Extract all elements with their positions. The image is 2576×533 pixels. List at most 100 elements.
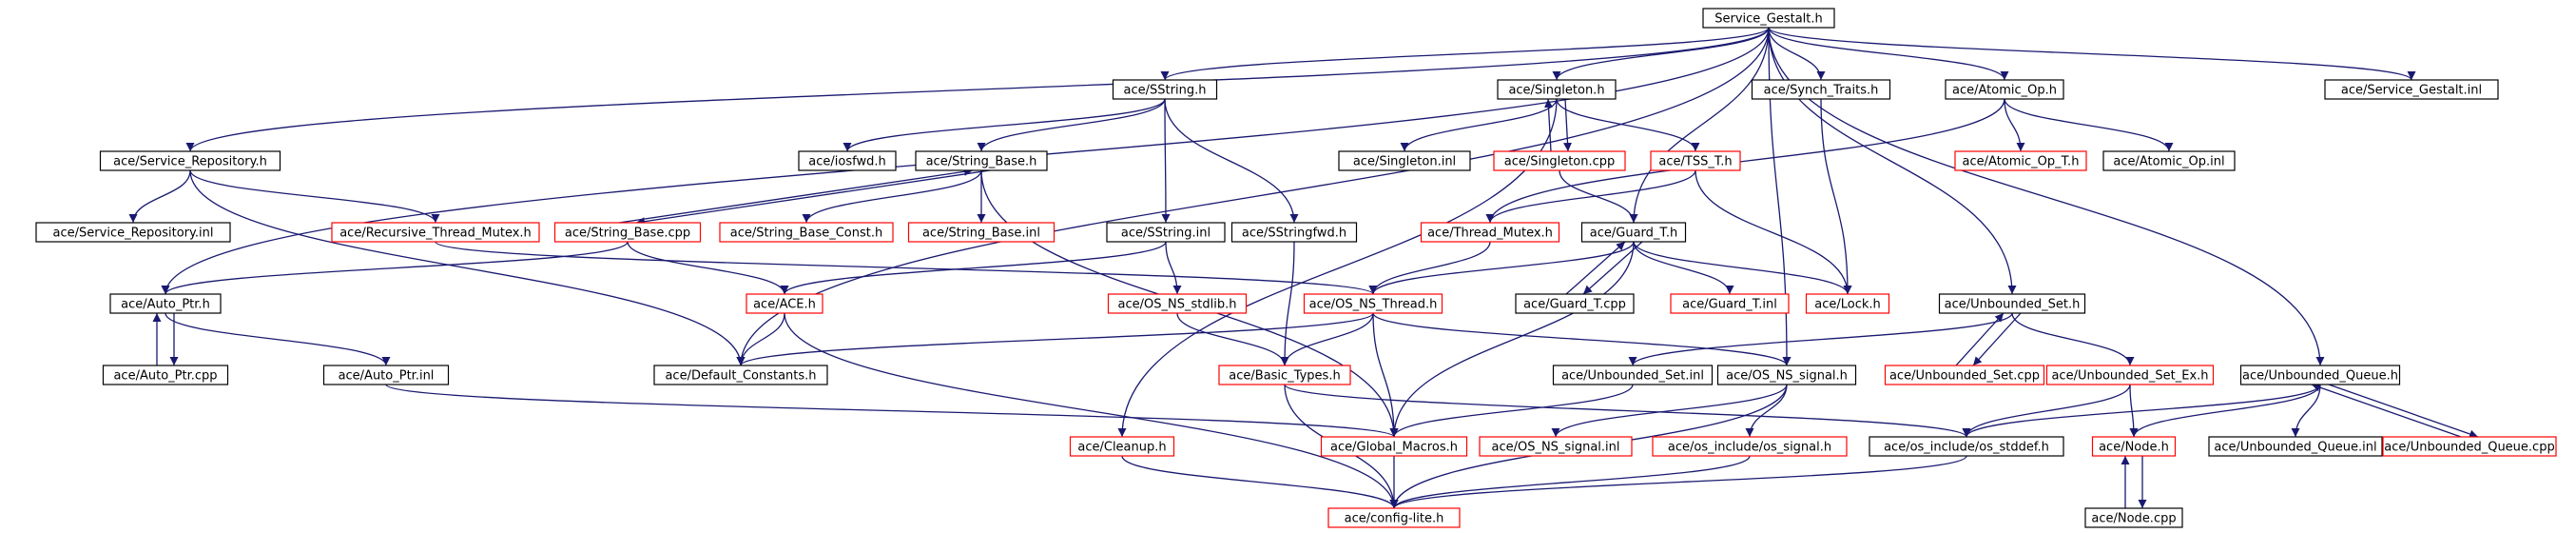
node-synch-traits-h[interactable]: ace/Synch_Traits.h (1751, 79, 1891, 100)
node-service-gestalt-inl[interactable]: ace/Service_Gestalt.inl (2324, 79, 2499, 100)
node-box (2208, 436, 2383, 457)
node-service-repository-inl[interactable]: ace/Service_Repository.inl (35, 222, 231, 243)
node-sstringfwd-h[interactable]: ace/SStringfwd.h (1230, 222, 1358, 243)
edge-os-ns-thread-h-to-basic-types-h (1280, 312, 1374, 366)
node-box (1069, 436, 1175, 457)
node-label: ace/OS_NS_Thread.h (1309, 298, 1438, 312)
node-service-repository-h[interactable]: ace/Service_Repository.h (99, 150, 281, 171)
edge-service-gestalt-h-to-singleton-h (1552, 27, 1770, 81)
node-cleanup-h[interactable]: ace/Cleanup.h (1069, 436, 1175, 457)
node-unbounded-set-cpp[interactable]: ace/Unbounded_Set.cpp (1884, 365, 2045, 385)
node-global-macros-h[interactable]: ace/Global_Macros.h (1320, 436, 1468, 457)
node-config-lite-h[interactable]: ace/config-lite.h (1327, 507, 1461, 528)
node-guard-t-inl[interactable]: ace/Guard_T.inl (1670, 293, 1790, 314)
edge-os-include-os-stddef-h-to-config-lite-h (1389, 455, 1967, 509)
node-tss-t-h[interactable]: ace/TSS_T.h (1650, 150, 1741, 171)
node-unbounded-queue-inl[interactable]: ace/Unbounded_Queue.inl (2208, 436, 2383, 457)
node-sstring-inl[interactable]: ace/SString.inl (1106, 222, 1226, 243)
edge-sstring-h-to-sstringfwd-h (1164, 98, 1299, 224)
node-unbounded-set-ex-h[interactable]: ace/Unbounded_Set_Ex.h (2045, 365, 2215, 385)
node-unbounded-queue-cpp[interactable]: ace/Unbounded_Queue.cpp (2382, 436, 2557, 457)
node-thread-mutex-h[interactable]: ace/Thread_Mutex.h (1420, 222, 1560, 243)
node-string-base-inl[interactable]: ace/String_Base.inl (907, 222, 1056, 243)
edge-service-gestalt-h-to-atomic-op-h (1768, 27, 2009, 81)
node-singleton-inl[interactable]: ace/Singleton.inl (1338, 150, 1471, 171)
node-box (1938, 293, 2086, 314)
edge-atomic-op-h-to-thread-mutex-h (1485, 98, 2005, 224)
node-box (1230, 222, 1358, 243)
node-default-constants-h[interactable]: ace/Default_Constants.h (653, 365, 828, 385)
edge-sstringfwd-h-to-basic-types-h (1280, 241, 1295, 366)
node-guard-t-cpp[interactable]: ace/Guard_T.cpp (1515, 293, 1635, 314)
node-atomic-op-inl[interactable]: ace/Atomic_Op.inl (2102, 150, 2236, 171)
edge-sstring-inl-to-os-ns-stdlib-h (1165, 241, 1182, 295)
node-node-cpp[interactable]: ace/Node.cpp (2084, 507, 2183, 528)
edge-cleanup-h-to-config-lite-h (1121, 455, 1399, 509)
edge-os-ns-signal-h-to-os-include-os-signal-h (1745, 384, 1788, 438)
node-label: ace/Guard_T.cpp (1523, 298, 1626, 312)
node-auto-ptr-h[interactable]: ace/Auto_Ptr.h (109, 293, 222, 314)
edge-tss-t-h-to-thread-mutex-h (1485, 169, 1696, 224)
node-os-ns-thread-h[interactable]: ace/OS_NS_Thread.h (1303, 293, 1443, 314)
node-box (1515, 293, 1635, 314)
node-string-base-cpp[interactable]: ace/String_Base.cpp (553, 222, 702, 243)
node-label: ace/Unbounded_Set.cpp (1889, 369, 2040, 384)
edge-unbounded-set-inl-to-global-macros-h (1389, 384, 1634, 438)
node-os-ns-stdlib-h[interactable]: ace/OS_NS_stdlib.h (1107, 293, 1248, 314)
node-label: ace/Singleton.inl (1353, 155, 1456, 169)
edge-thread-mutex-h-to-os-ns-thread-h (1368, 241, 1491, 295)
edge-os-ns-thread-h-to-global-macros-h (1372, 312, 1399, 438)
node-label: ace/SString.inl (1121, 227, 1211, 241)
edge-service-repository-h-to-recursive-thread-mutex-h (189, 169, 440, 224)
node-recursive-thread-mutex-h[interactable]: ace/Recursive_Thread_Mutex.h (331, 222, 540, 243)
node-box (1670, 293, 1790, 314)
node-os-include-os-signal-h[interactable]: ace/os_include/os_signal.h (1652, 436, 1848, 457)
node-service-gestalt-h[interactable]: Service_Gestalt.h (1702, 8, 1835, 29)
node-label: ace/Recursive_Thread_Mutex.h (339, 227, 532, 241)
node-label: ace/Unbounded_Set_Ex.h (2051, 369, 2208, 384)
edge-singleton-h-to-singleton-cpp (1563, 98, 1573, 152)
node-auto-ptr-cpp[interactable]: ace/Auto_Ptr.cpp (102, 365, 229, 385)
edge-guard-t-h-to-guard-t-inl (1633, 241, 1734, 295)
node-os-include-os-stddef-h[interactable]: ace/os_include/os_stddef.h (1869, 436, 2064, 457)
node-string-base-h[interactable]: ace/String_Base.h (915, 150, 1048, 171)
node-auto-ptr-inl[interactable]: ace/Auto_Ptr.inl (322, 365, 450, 385)
node-atomic-op-t-h[interactable]: ace/Atomic_Op_T.h (1954, 150, 2087, 171)
node-box (798, 150, 897, 171)
edge-tss-t-h-to-lock-h (1695, 169, 1852, 295)
node-basic-types-h[interactable]: ace/Basic_Types.h (1218, 365, 1351, 385)
node-unbounded-set-h[interactable]: ace/Unbounded_Set.h (1938, 293, 2086, 314)
edge-unbounded-set-h-to-unbounded-set-ex-h (2011, 312, 2135, 366)
node-box (1107, 293, 1248, 314)
edge-singleton-h-to-singleton-inl (1400, 98, 1558, 152)
node-label: ace/Unbounded_Set.inl (1561, 369, 1704, 384)
edge-sstring-h-to-string-base-h (977, 98, 1166, 152)
node-sstring-h[interactable]: ace/SString.h (1112, 79, 1218, 100)
node-lock-h[interactable]: ace/Lock.h (1805, 293, 1890, 314)
node-label: ace/TSS_T.h (1658, 155, 1732, 169)
node-singleton-cpp[interactable]: ace/Singleton.cpp (1493, 150, 1626, 171)
node-unbounded-set-inl[interactable]: ace/Unbounded_Set.inl (1552, 365, 1714, 385)
node-os-ns-signal-h[interactable]: ace/OS_NS_signal.h (1716, 365, 1857, 385)
node-node-h[interactable]: ace/Node.h (2091, 436, 2177, 457)
node-string-base-const-h[interactable]: ace/String_Base_Const.h (719, 222, 894, 243)
node-ace-h[interactable]: ace/ACE.h (746, 293, 823, 314)
edge-unbounded-set-ex-h-to-node-h (2129, 384, 2139, 438)
node-label: ace/String_Base.cpp (565, 227, 690, 241)
edge-guard-t-h-to-global-macros-h (1389, 241, 1635, 438)
node-atomic-op-h[interactable]: ace/Atomic_Op.h (1945, 79, 2064, 100)
node-box (2091, 436, 2177, 457)
node-guard-t-h[interactable]: ace/Guard_T.h (1580, 222, 1687, 243)
node-unbounded-queue-h[interactable]: ace/Unbounded_Queue.h (2239, 365, 2401, 385)
node-singleton-h[interactable]: ace/Singleton.h (1497, 79, 1617, 100)
node-os-ns-signal-inl[interactable]: ace/OS_NS_signal.inl (1479, 436, 1633, 457)
node-label: ace/Service_Repository.inl (53, 227, 214, 241)
node-iosfwd-h[interactable]: ace/iosfwd.h (798, 150, 897, 171)
node-label: ace/Atomic_Op_T.h (1963, 155, 2080, 169)
edge-singleton-cpp-to-singleton-h (1543, 98, 1553, 152)
edge-unbounded-queue-h-to-os-include-os-stddef-h (1962, 384, 2321, 438)
node-box (99, 150, 281, 171)
node-label: ace/Cleanup.h (1077, 441, 1166, 455)
node-label: ace/Unbounded_Queue.h (2242, 369, 2398, 384)
node-label: ace/OS_NS_stdlib.h (1118, 298, 1237, 312)
